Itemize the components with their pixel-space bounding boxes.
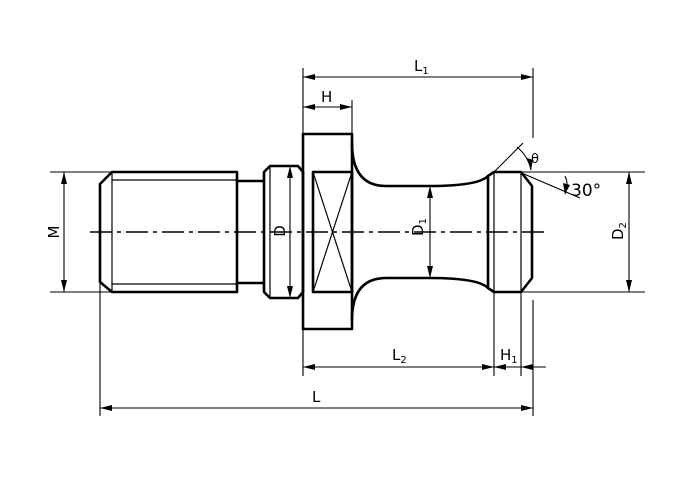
dimension-theta [490,142,533,176]
dimension-h [303,104,352,110]
dimension-m [61,172,67,292]
dimension-h1 [494,364,546,370]
dimension-d1 [427,186,433,278]
shank-neck [235,179,266,285]
label-l1: L1 [414,57,429,77]
dimension-angle-30 [523,173,581,199]
dimension-l2 [303,364,494,370]
label-l: L [312,388,321,406]
label-m: M [45,226,63,239]
label-h: H [321,88,332,106]
body [350,141,490,322]
label-l2: L2 [392,346,407,366]
label-d: D [271,225,289,237]
label-angle-30: 30° [571,181,601,201]
label-d1: D1 [409,218,429,236]
extension-lines [50,68,645,416]
collar [262,164,305,300]
dimension-l1 [303,74,533,80]
label-d2: D2 [609,222,629,240]
dimension-d2 [626,172,632,292]
dimension-l [100,405,533,411]
head [486,170,534,294]
flange [301,132,354,331]
label-h1: H1 [500,346,518,366]
dimension-d [287,166,293,298]
label-theta: θ [531,152,539,167]
